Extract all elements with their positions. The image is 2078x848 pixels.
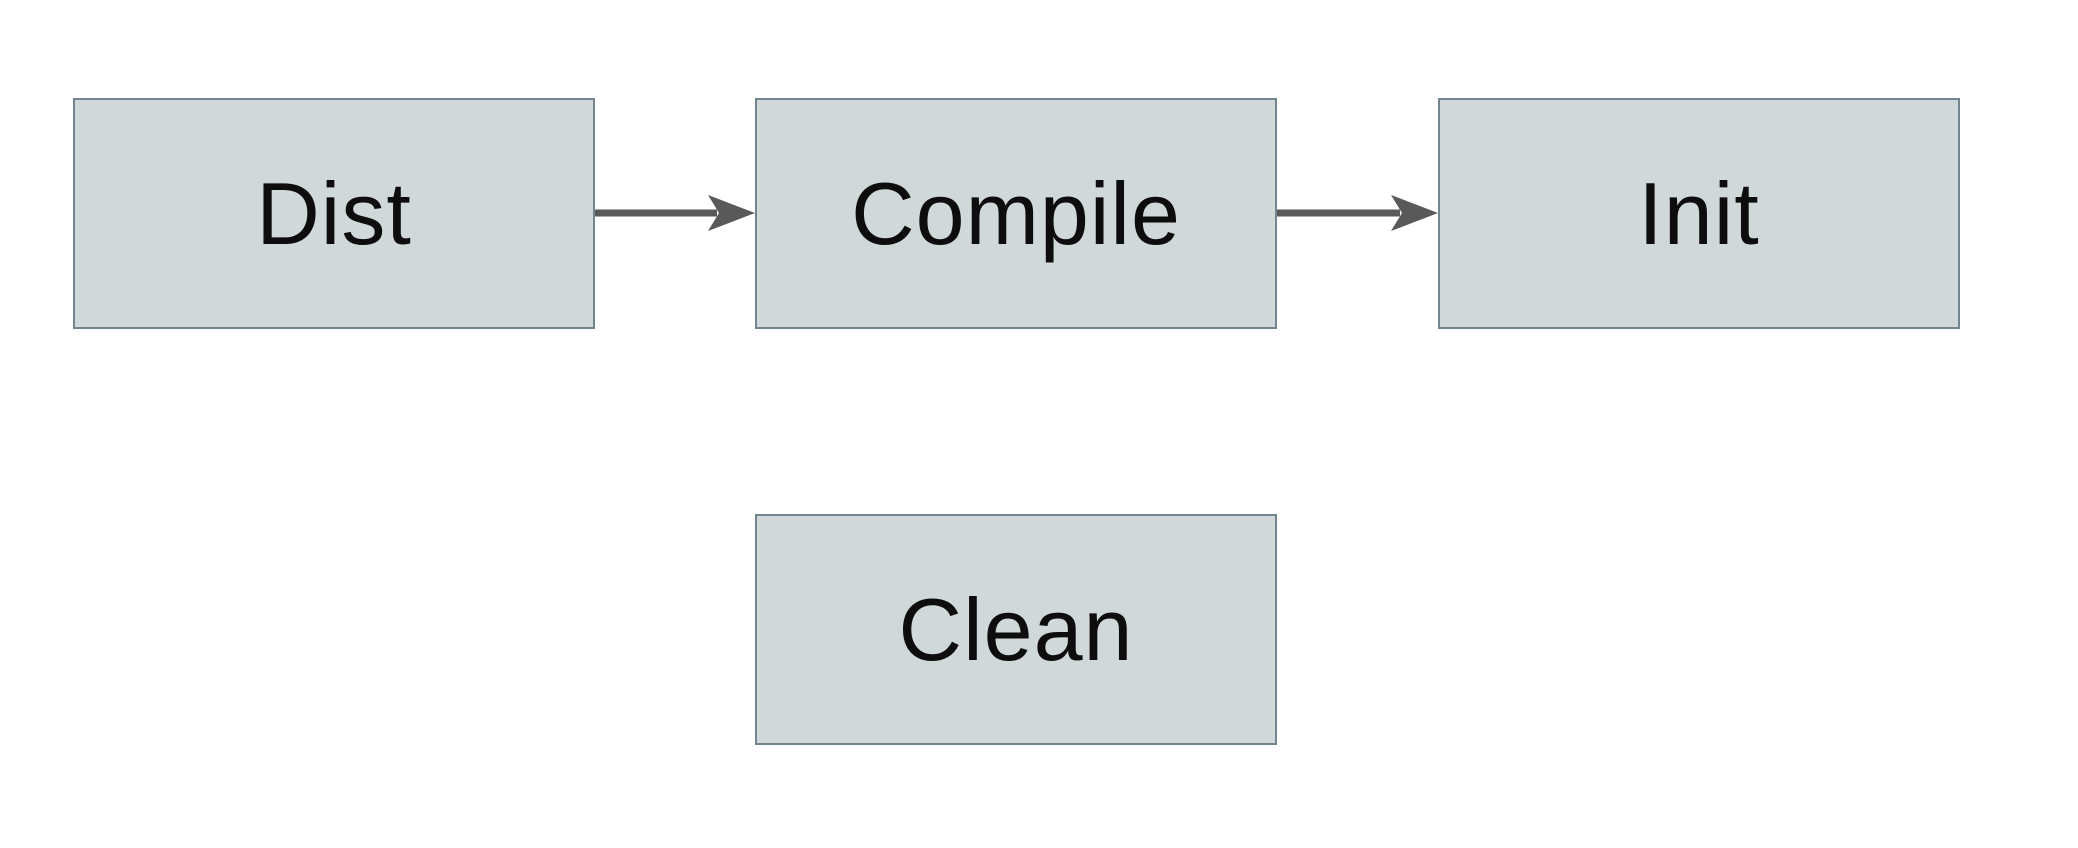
node-clean-label: Clean bbox=[898, 579, 1134, 679]
node-dist-label: Dist bbox=[256, 163, 412, 263]
node-init[interactable]: Init bbox=[1438, 98, 1960, 329]
node-compile-label: Compile bbox=[851, 163, 1181, 263]
node-dist[interactable]: Dist bbox=[73, 98, 595, 329]
arrow-compile-to-init[interactable] bbox=[1277, 195, 1438, 231]
node-compile[interactable]: Compile bbox=[755, 98, 1277, 329]
node-clean[interactable]: Clean bbox=[755, 514, 1277, 745]
node-init-label: Init bbox=[1638, 163, 1760, 263]
arrow-dist-to-compile[interactable] bbox=[595, 195, 755, 231]
